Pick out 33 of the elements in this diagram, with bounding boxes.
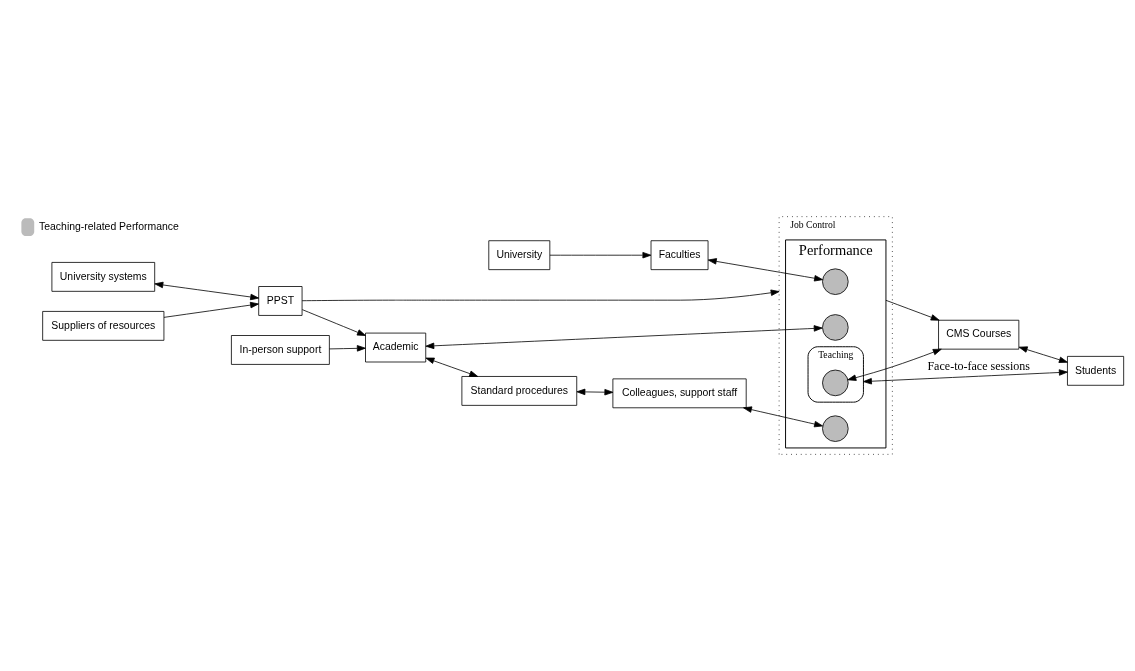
node-box: Students <box>1067 356 1125 386</box>
node-box: Standard procedures <box>461 376 578 406</box>
edge-label: Face-to-face sessions <box>927 359 1030 374</box>
legend-label: Teaching-related Performance <box>39 220 179 232</box>
node-box: Faculties <box>650 240 709 271</box>
arrow <box>301 289 780 302</box>
node-box: Suppliers of resources <box>42 311 165 341</box>
node-semicircle <box>822 369 849 397</box>
node-semicircle <box>822 415 849 442</box>
node-box: In-person support <box>231 335 330 365</box>
arrow <box>549 252 652 259</box>
node-box: Academic <box>365 332 427 363</box>
arrow <box>425 357 479 377</box>
arrow <box>863 369 1068 385</box>
node-box: University systems <box>51 262 156 292</box>
arrow <box>329 345 366 352</box>
node-semicircle <box>822 268 849 295</box>
node-semicircle <box>822 314 849 341</box>
arrow <box>576 388 614 396</box>
node-box: Colleagues, support staff <box>612 378 747 409</box>
arrow <box>847 348 942 381</box>
arrow <box>301 309 366 336</box>
arrow <box>1018 346 1068 363</box>
cluster: Teaching <box>807 346 864 403</box>
arrow <box>743 406 823 428</box>
arrow <box>154 281 260 301</box>
arrow <box>885 299 940 321</box>
node-box: PPST <box>258 286 303 316</box>
arrow <box>707 258 823 282</box>
node-box: University <box>488 240 551 271</box>
node-box: CMS Courses <box>938 319 1020 350</box>
arrow <box>163 301 259 318</box>
arrow <box>425 325 823 350</box>
